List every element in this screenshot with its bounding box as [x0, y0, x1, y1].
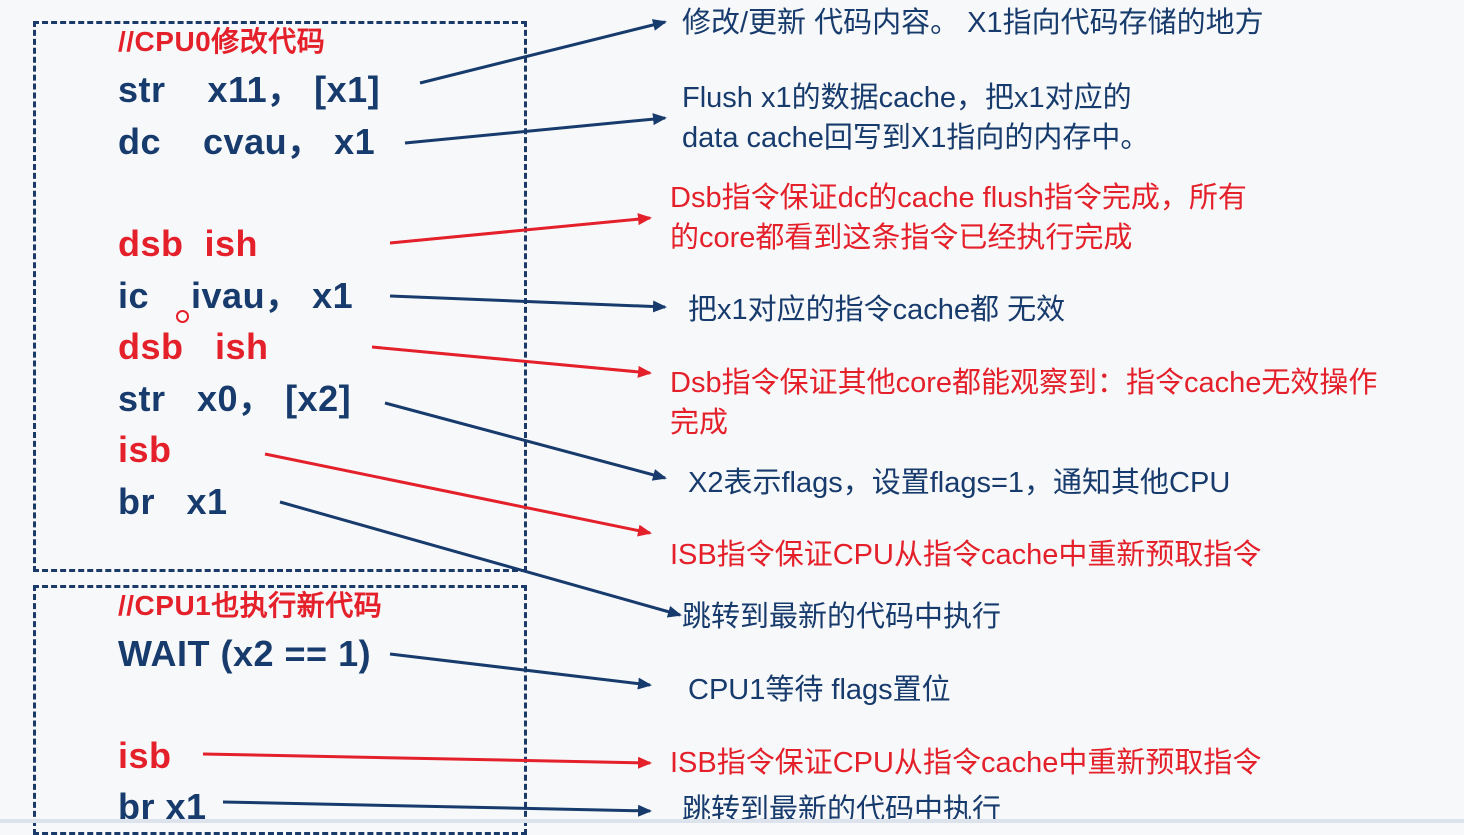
code-line-isb-2: isb — [118, 735, 172, 776]
note-update-code: 修改/更新 代码内容。 X1指向代码存储的地方 — [682, 7, 1264, 39]
note-dsb-flush-line2: 的core都看到这条指令已经执行完成 — [670, 222, 1133, 254]
cpu1-comment: //CPU1也执行新代码 — [118, 590, 383, 621]
cpu0-comment: //CPU0修改代码 — [118, 26, 326, 57]
code-line-ic-ivau: ic ivau， x1 — [118, 275, 354, 316]
note-dsb-icache-line1: Dsb指令保证其他core都能观察到：指令cache无效操作 — [670, 367, 1378, 399]
arrow-dsb-flush — [389, 213, 652, 245]
code-line-dsb-ish-2: dsb ish — [118, 326, 269, 367]
code-line-wait: WAIT (x2 == 1) — [118, 633, 372, 674]
arrow-isb-prefetch-2 — [202, 752, 652, 769]
arrow-set-flags — [384, 401, 667, 481]
note-isb-prefetch-2: ISB指令保证CPU从指令cache中重新预取指令 — [670, 747, 1262, 779]
bottom-edge — [0, 819, 1464, 823]
arrow-invalidate-icache — [389, 294, 667, 313]
note-flush-dcache-line2: data cache回写到X1指向的内存中。 — [682, 122, 1150, 154]
note-isb-prefetch-1: ISB指令保证CPU从指令cache中重新预取指令 — [670, 539, 1262, 571]
code-line-str-x11: str x11， [x1] — [118, 69, 381, 110]
cursor-dot-icon — [176, 310, 189, 323]
note-dsb-icache-line2: 完成 — [670, 407, 729, 439]
note-flush-dcache-line1: Flush x1的数据cache，把x1对应的 — [682, 82, 1132, 114]
code-line-br-x1-1: br x1 — [118, 481, 228, 522]
arrow-flush-dcache — [404, 113, 667, 145]
note-invalidate-icache: 把x1对应的指令cache都 无效 — [688, 294, 1066, 326]
cpu0-code-box — [33, 21, 527, 572]
note-dsb-flush-line1: Dsb指令保证dc的cache flush指令完成，所有 — [670, 182, 1247, 214]
note-set-flags: X2表示flags，设置flags=1，通知其他CPU — [688, 467, 1231, 499]
code-line-isb-1: isb — [118, 429, 172, 470]
code-line-str-x0: str x0， [x2] — [118, 378, 352, 419]
note-jump-new-code-1: 跳转到最新的代码中执行 — [682, 601, 1002, 633]
code-line-dsb-ish-1: dsb ish — [118, 223, 259, 264]
arrow-cpu1-wait — [389, 652, 652, 690]
arrow-update-code — [419, 19, 667, 85]
note-cpu1-wait: CPU1等待 flags置位 — [688, 674, 951, 706]
arrow-isb-prefetch-1 — [264, 452, 652, 537]
arrow-jump-new-code-2 — [222, 800, 652, 817]
code-line-br-x1-2: br x1 — [118, 786, 207, 827]
arrow-dsb-icache — [371, 345, 652, 378]
code-line-dc-cvau: dc cvau， x1 — [118, 121, 376, 162]
arrow-jump-new-code-1 — [279, 500, 682, 618]
